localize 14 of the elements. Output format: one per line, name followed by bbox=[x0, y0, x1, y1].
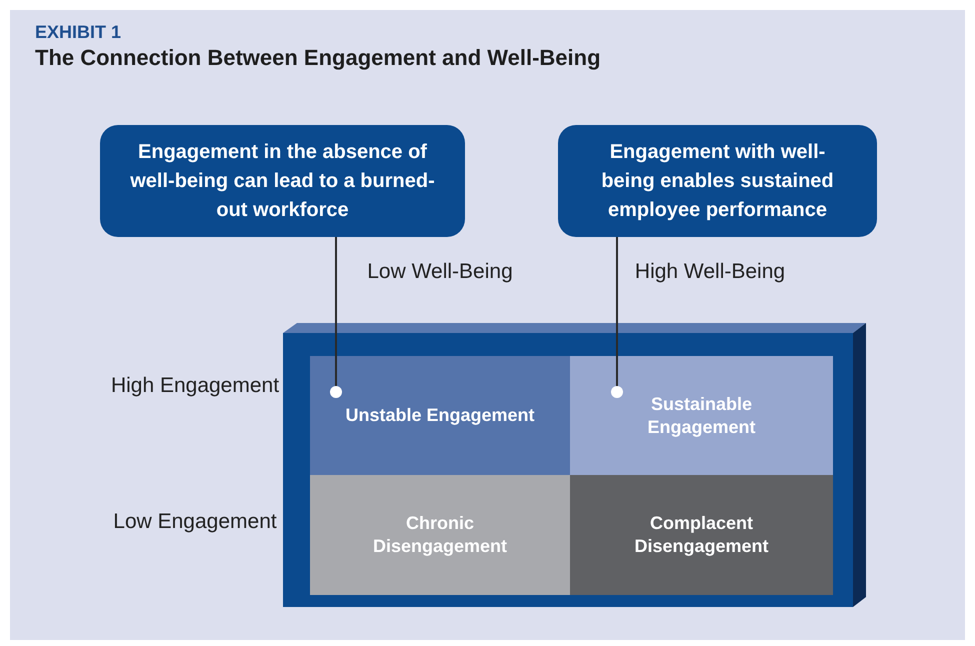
axis-label: Low Well-Being bbox=[366, 259, 514, 285]
quadrant-cell: Sustainable Engagement bbox=[570, 356, 833, 475]
axis-label: Low Engagement bbox=[112, 509, 278, 535]
leader-line bbox=[611, 237, 623, 398]
axis-label: High Engagement bbox=[110, 373, 280, 399]
quadrant-cell: Complacent Disengagement bbox=[570, 475, 833, 595]
callout-box: Engagement in the absence of well-being can lead to a burned-out workforce bbox=[100, 125, 465, 237]
leader-line bbox=[330, 237, 342, 398]
diagram-title: The Connection Between Engagement and Well-Being bbox=[35, 45, 602, 72]
exhibit-number: EXHIBIT 1 bbox=[35, 22, 122, 43]
callout-box: Engagement with well-being enables sustained employee performance bbox=[558, 125, 877, 237]
axis-label: High Well-Being bbox=[634, 259, 786, 285]
quadrant-cell: Chronic Disengagement bbox=[310, 475, 570, 595]
quadrant-cell: Unstable Engagement bbox=[310, 356, 570, 475]
